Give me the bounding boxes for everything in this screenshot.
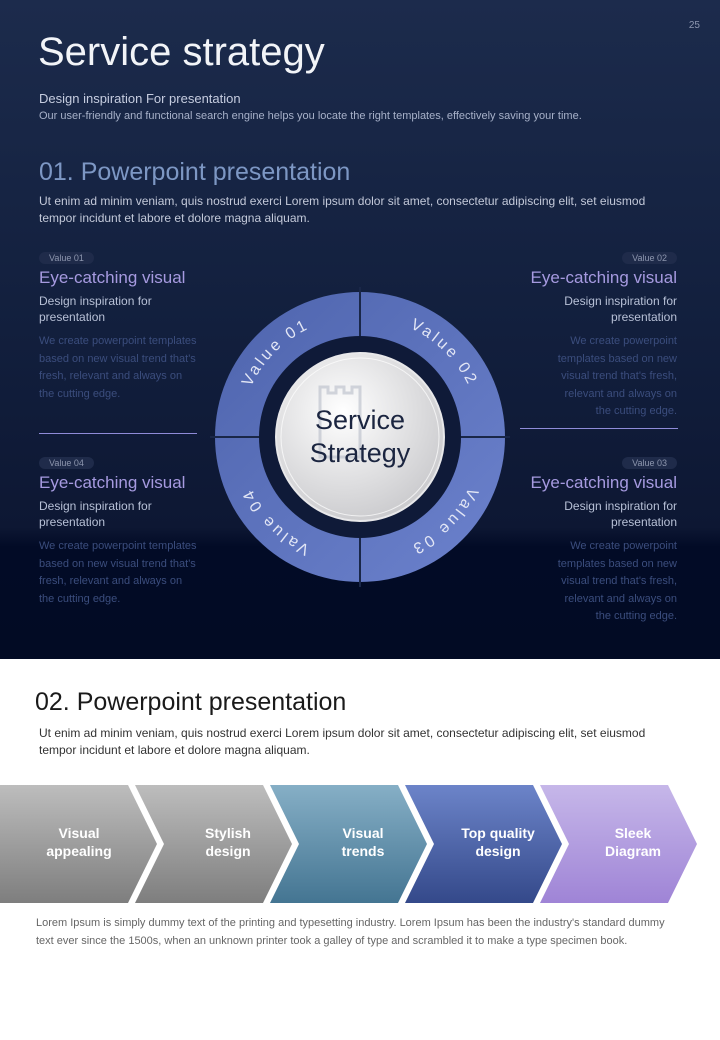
value-subheading: Design inspiration for presentation	[564, 294, 677, 324]
section2-body: Ut enim ad minim veniam, quis nostrud ex…	[39, 726, 646, 757]
page-number: 25	[688, 20, 700, 31]
value-badge: Value 01	[39, 252, 94, 264]
chevron-label-line1: Top quality	[461, 825, 535, 841]
value-subheading: Design inspiration for presentation	[39, 294, 152, 324]
value-heading: Eye-catching visual	[39, 473, 186, 492]
castle-icon	[318, 385, 362, 459]
value-block-03: Value 03 Eye-catching visual Design insp…	[517, 453, 677, 626]
chevron-label-line1: Stylish	[205, 825, 251, 841]
chevron-step-4	[405, 785, 562, 903]
chevron-label: Visual appealing	[24, 824, 134, 860]
process-chevrons	[0, 785, 697, 903]
section1-body: Ut enim ad minim veniam, quis nostrud ex…	[39, 194, 646, 225]
chevron-label: Stylish design	[173, 824, 283, 860]
value-description: We create powerpoint templates based on …	[557, 540, 677, 622]
value-heading: Eye-catching visual	[39, 268, 186, 287]
section1-heading: 01. Powerpoint presentation	[39, 158, 351, 186]
value-heading: Eye-catching visual	[530, 473, 677, 492]
chevron-label-line2: design	[475, 843, 521, 859]
chevron-label-line1: Visual	[58, 825, 100, 841]
chevron-label-line2: Diagram	[604, 843, 662, 859]
page-title: Service strategy	[38, 30, 325, 74]
chevron-step-3	[270, 785, 427, 903]
value-badge: Value 04	[39, 457, 94, 469]
chevron-label-line2: design	[205, 843, 251, 859]
chevron-label-line2: trends	[341, 843, 385, 859]
chevron-step-1	[0, 785, 157, 903]
value-description: We create powerpoint templates based on …	[557, 335, 677, 417]
value-block-02: Value 02 Eye-catching visual Design insp…	[517, 248, 677, 421]
divider-left	[39, 433, 197, 434]
subtitle-description: Our user-friendly and functional search …	[39, 110, 582, 122]
strategy-ring-diagram: Service Strategy Value 01 Value 02 Value…	[210, 287, 510, 587]
value-badge: Value 03	[622, 457, 677, 469]
chevron-step-5	[540, 785, 697, 903]
center-title-line1: Service	[315, 405, 405, 435]
value-block-04: Value 04 Eye-catching visual Design insp…	[39, 453, 199, 608]
divider-right	[520, 428, 678, 429]
value-description: We create powerpoint templates based on …	[39, 335, 197, 400]
chevron-step-2	[135, 785, 292, 903]
value-description: We create powerpoint templates based on …	[39, 540, 197, 605]
subtitle: Design inspiration For presentation	[39, 91, 241, 106]
value-badge: Value 02	[622, 252, 677, 264]
value-heading: Eye-catching visual	[530, 268, 677, 287]
chevron-label-line1: Visual	[342, 825, 384, 841]
value-subheading: Design inspiration for presentation	[39, 499, 152, 529]
value-subheading: Design inspiration for presentation	[564, 499, 677, 529]
center-title-line2: Strategy	[310, 438, 411, 468]
footer-text: Lorem Ipsum is simply dummy text of the …	[36, 917, 665, 947]
chevron-label-line2: appealing	[46, 843, 112, 859]
value-block-01: Value 01 Eye-catching visual Design insp…	[39, 248, 199, 403]
section2-heading: 02. Powerpoint presentation	[35, 688, 347, 716]
chevron-label: Visual trends	[308, 824, 418, 860]
chevron-label-line1: Sleek	[614, 825, 652, 841]
chevron-label: Top quality design	[443, 824, 553, 860]
